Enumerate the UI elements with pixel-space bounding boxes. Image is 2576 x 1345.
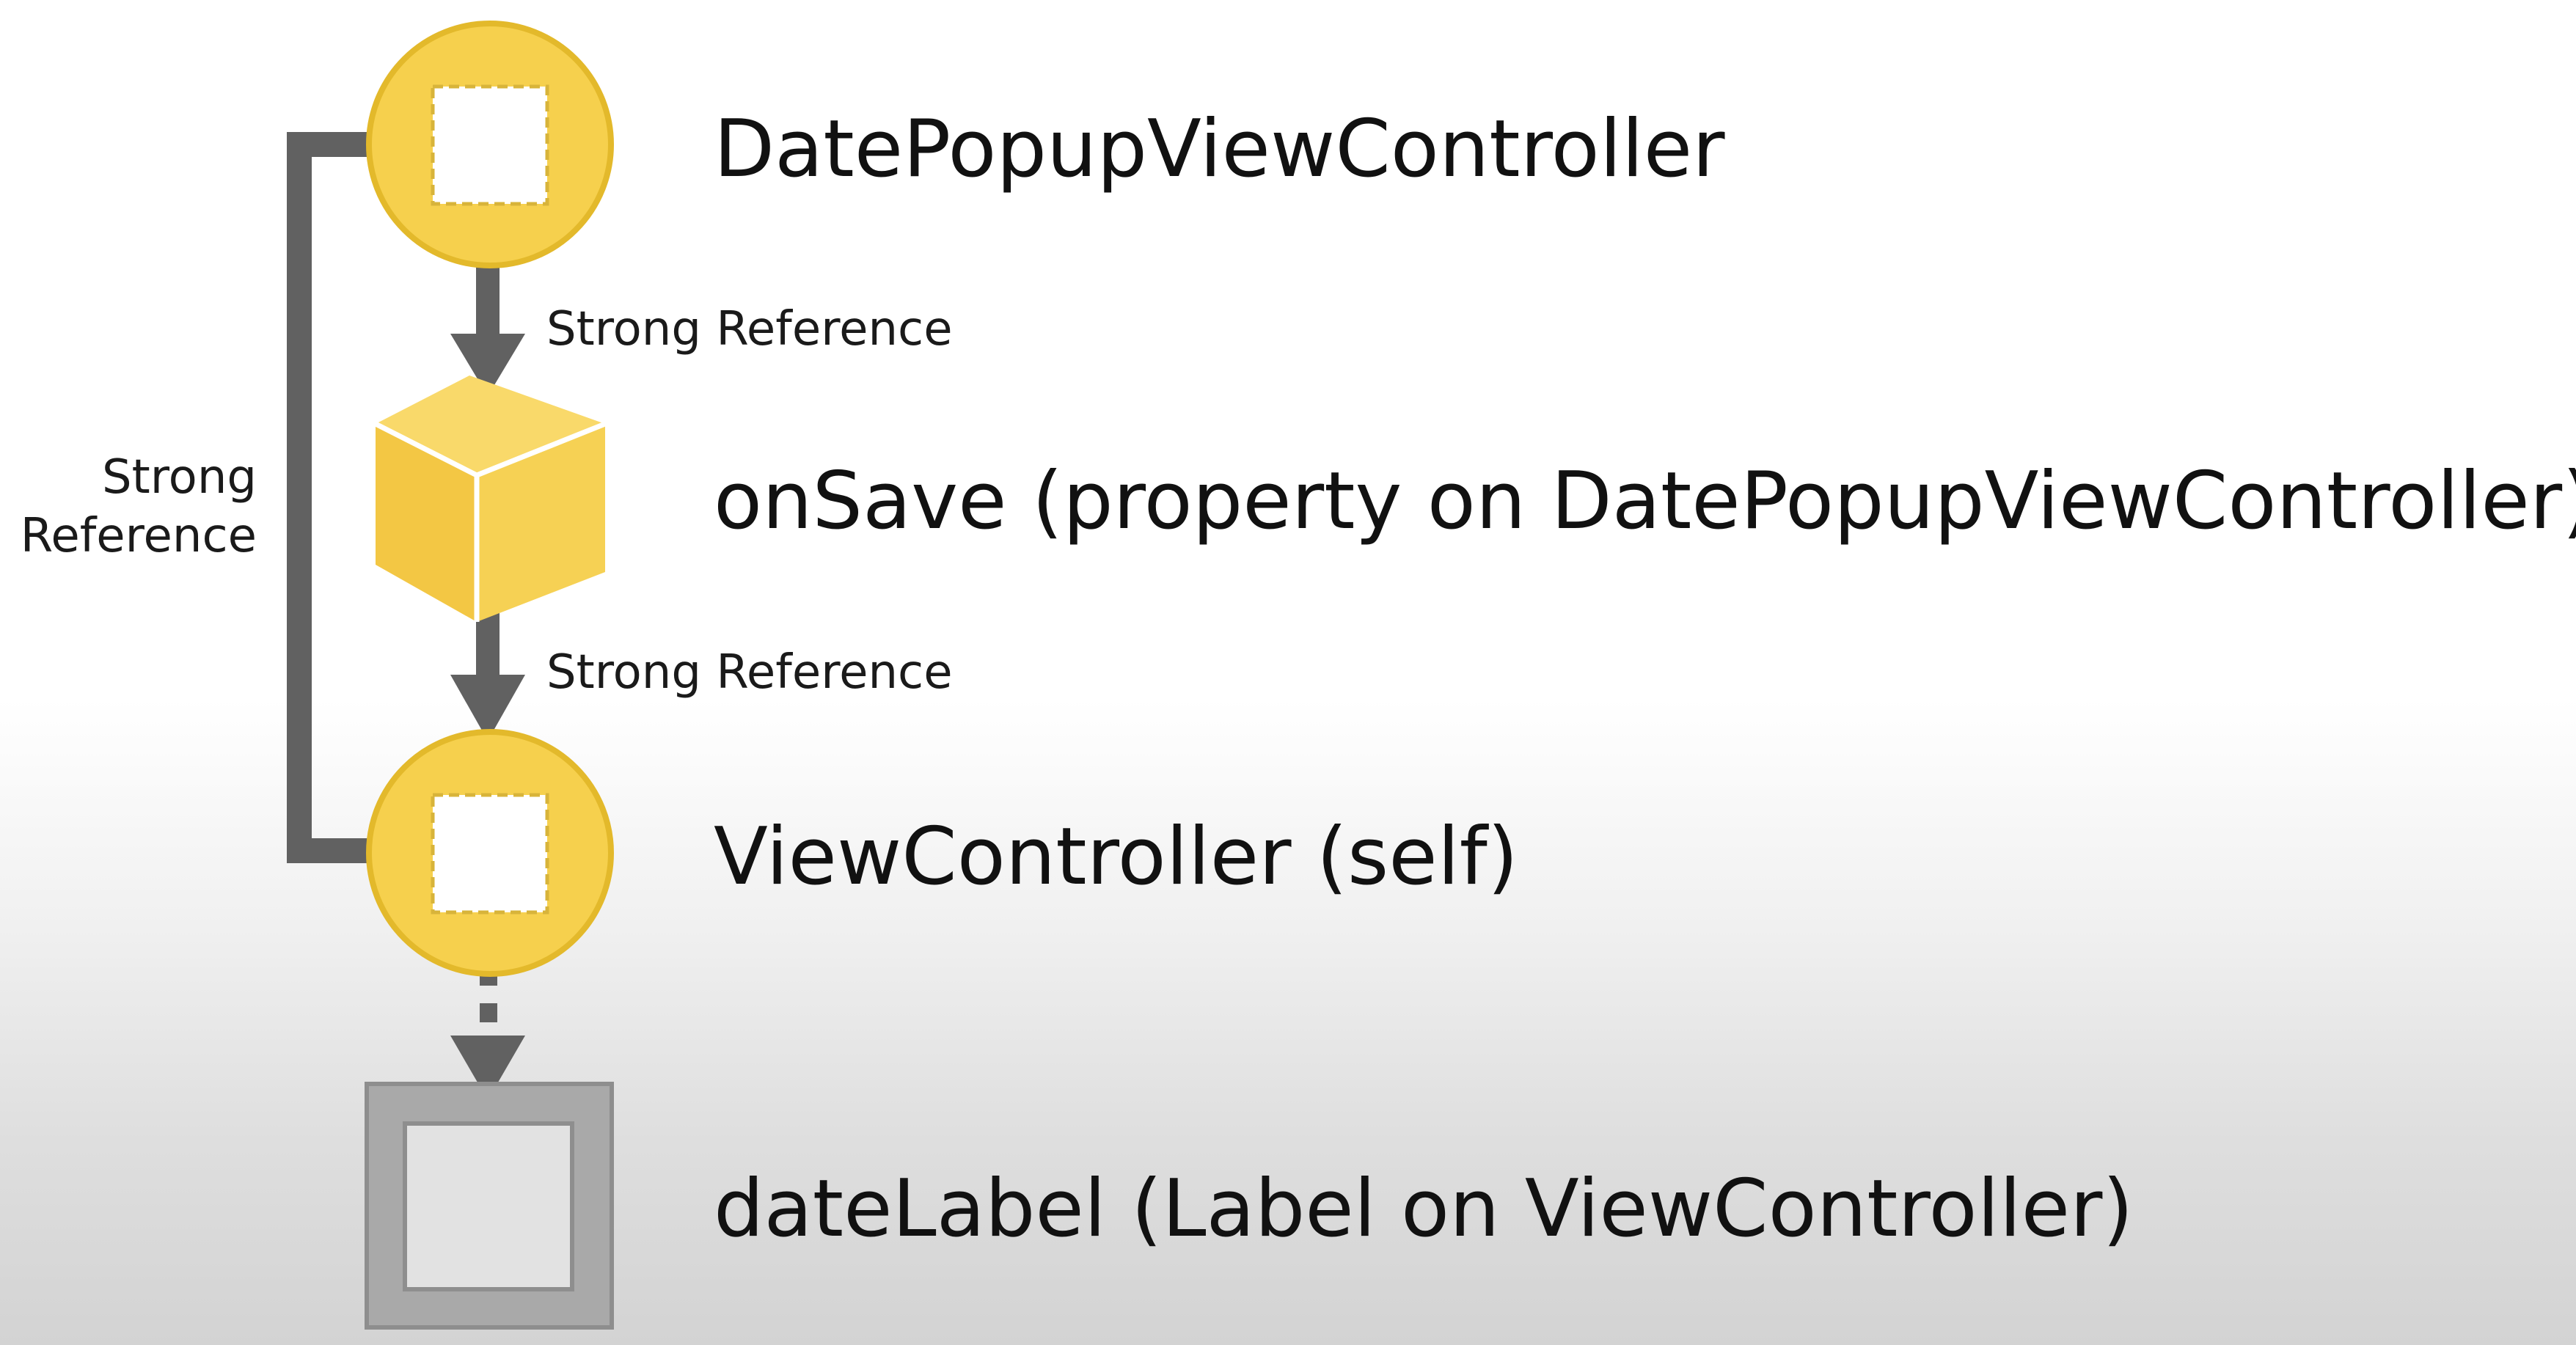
- edge-datepopup-to-onsave: Strong Reference: [450, 264, 953, 396]
- edge-label-return-line-2: Reference: [21, 509, 257, 563]
- node-title-onsave: onSave (property on DatePopupViewControl…: [714, 455, 2576, 547]
- edge-label-return-line-1: Strong: [102, 450, 257, 505]
- node-viewcontroller: ViewController (self): [366, 729, 1518, 977]
- edge-viewcontroller-to-datepopup: Strong Reference: [21, 111, 437, 863]
- edge-viewcontroller-to-datelabel: [450, 967, 525, 1100]
- arrowhead-icon: [450, 1036, 525, 1100]
- edge-label-strong-reference-2: Strong Reference: [546, 645, 953, 700]
- node-title-datelabel: dateLabel (Label on ViewController): [714, 1163, 2134, 1255]
- node-datelabel: dateLabel (Label on ViewController): [365, 1082, 2134, 1330]
- node-title-viewcontroller: ViewController (self): [714, 811, 1518, 903]
- node-onsave: onSave (property on DatePopupViewControl…: [374, 375, 2576, 622]
- arrowhead-icon: [450, 334, 525, 396]
- arrowhead-icon: [450, 675, 525, 741]
- edge-label-strong-reference-1: Strong Reference: [546, 302, 953, 356]
- edge-onsave-to-viewcontroller: Strong Reference: [450, 605, 953, 741]
- label-box-icon: [365, 1082, 614, 1330]
- node-datepopupviewcontroller: DatePopupViewController: [366, 21, 1725, 268]
- node-title-datepopupviewcontroller: DatePopupViewController: [714, 103, 1725, 195]
- cube-icon: [374, 375, 607, 622]
